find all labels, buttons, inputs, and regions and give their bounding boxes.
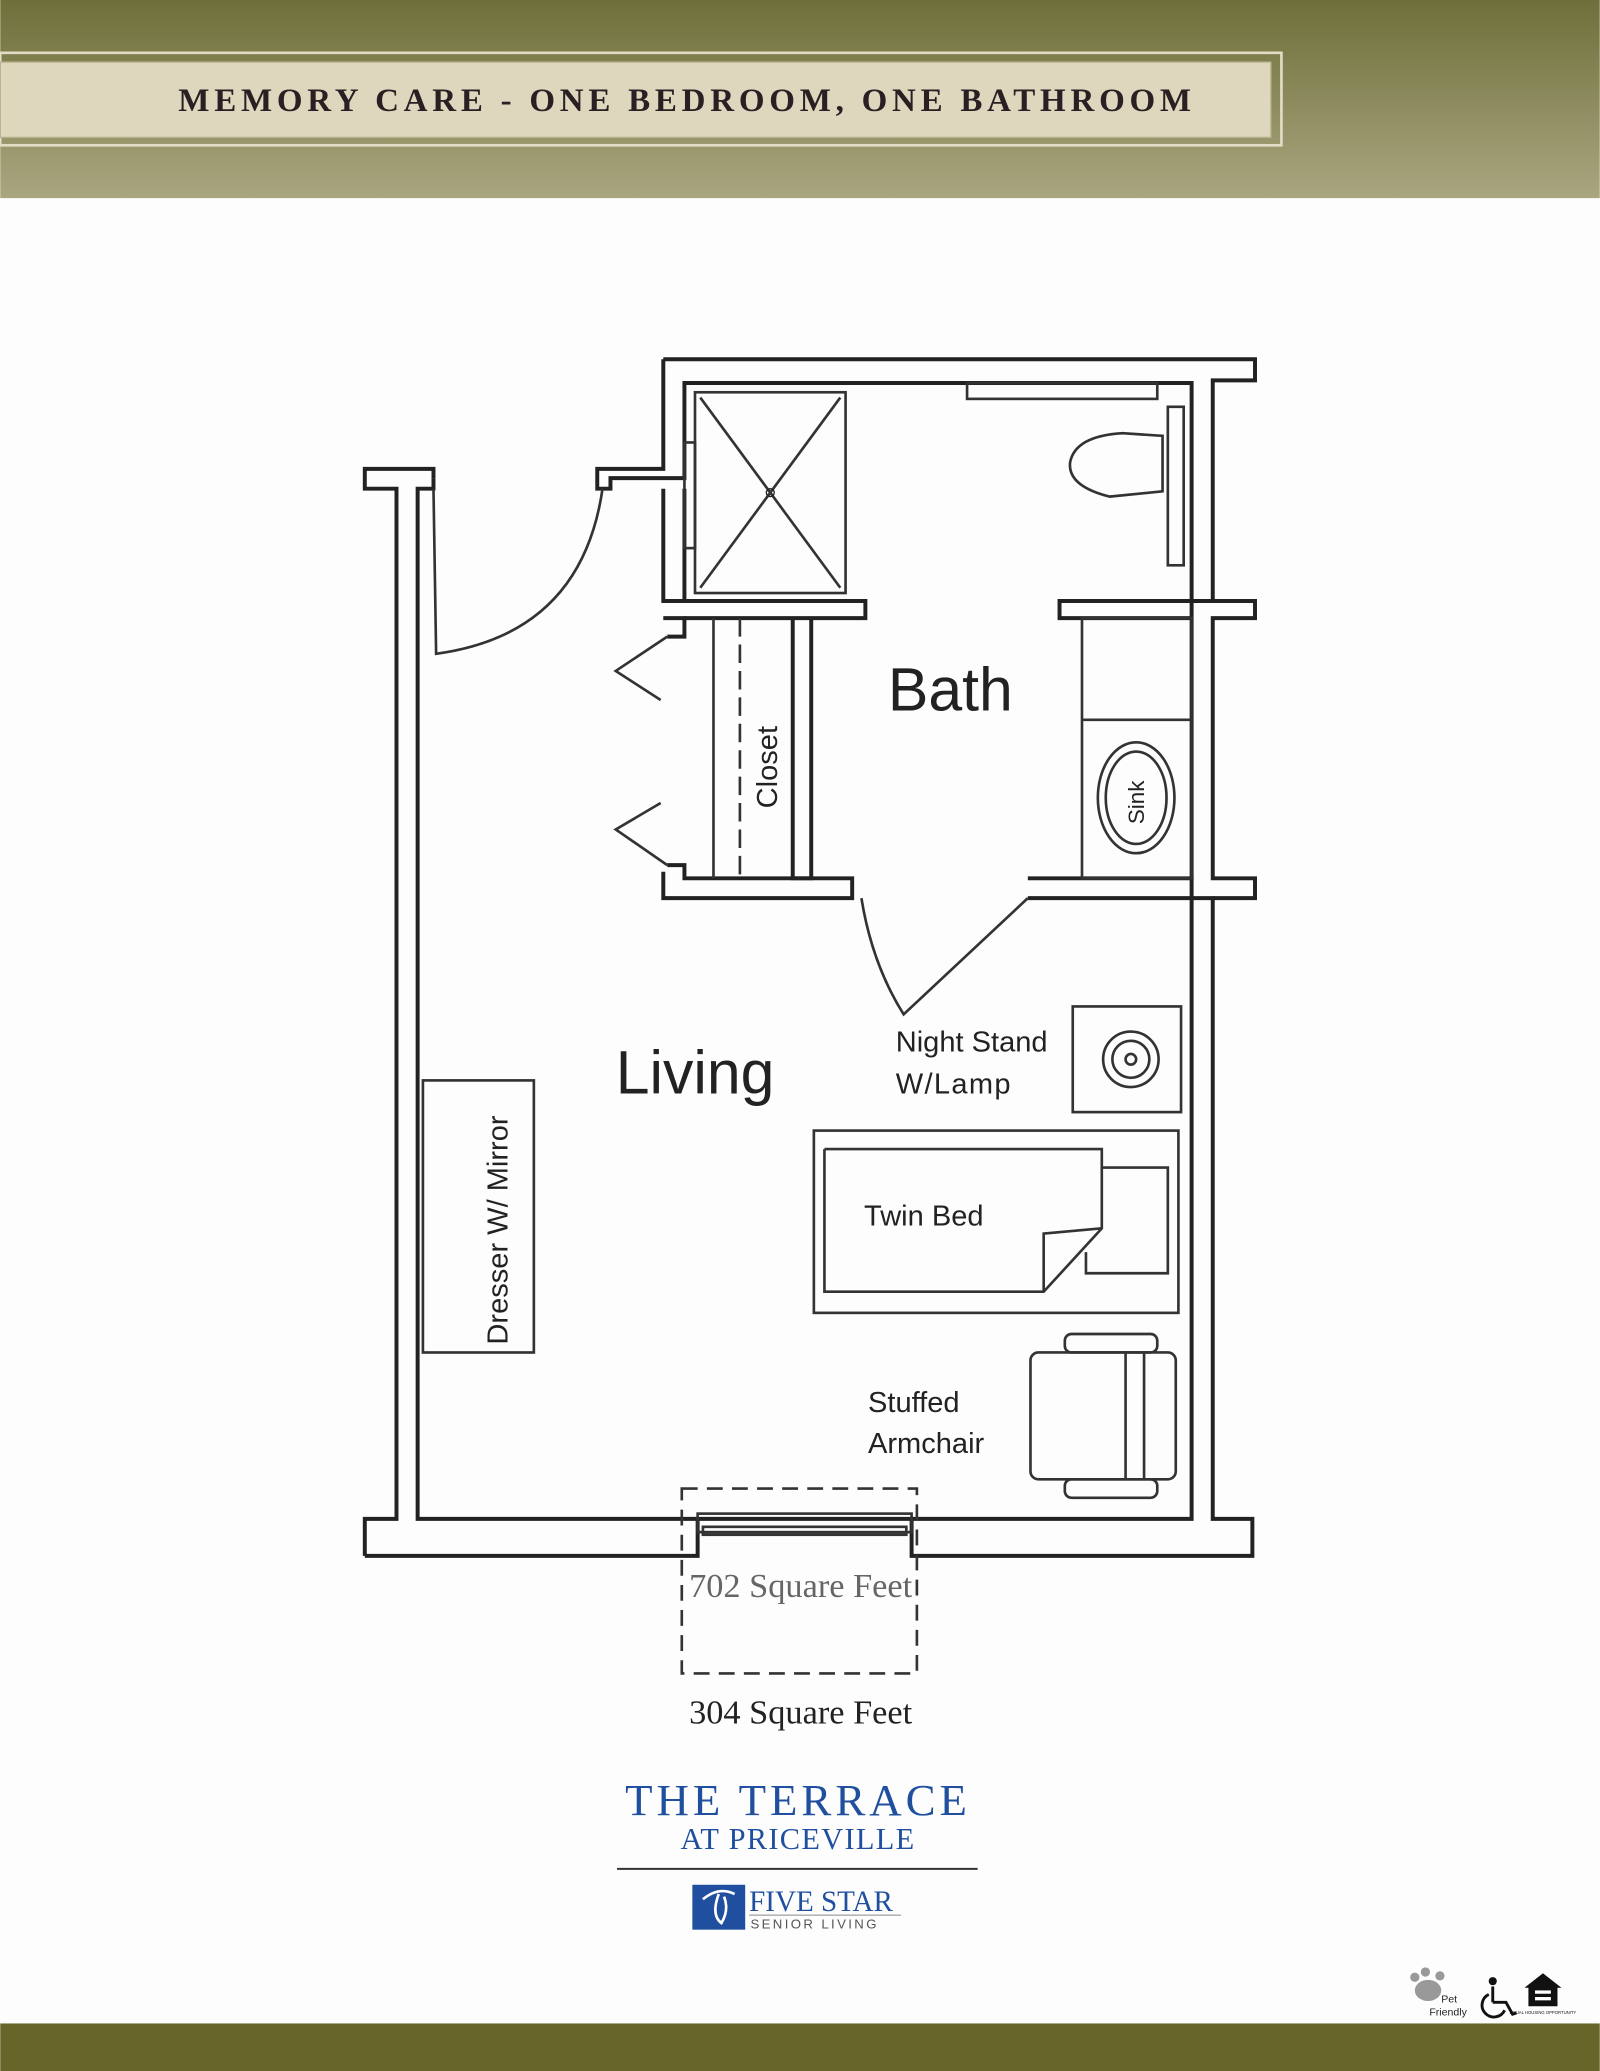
night-stand: Night Stand W/Lamp — [896, 1005, 1183, 1114]
walls — [362, 357, 1257, 1558]
toilet — [1068, 405, 1186, 567]
floor-plan: Closet Sink Bath Living — [362, 357, 1257, 1675]
pet-friendly-badge: Pet Friendly — [1410, 1967, 1468, 2019]
closet-label: Closet — [752, 726, 784, 808]
community-location: AT PRICEVILLE — [681, 1822, 916, 1856]
living-label: Living — [616, 1039, 775, 1107]
footer-bar — [0, 2023, 1600, 2071]
community-name: THE TERRACE — [625, 1775, 971, 1825]
square-feet-label: 304 Square Feet — [689, 1694, 913, 1732]
closet-door-lower — [613, 801, 669, 867]
armchair-label: Stuffed — [868, 1387, 960, 1419]
dresser-label: Dresser W/ Mirror — [482, 1115, 514, 1344]
night-stand-label: Night Stand — [896, 1026, 1048, 1058]
bath-label: Bath — [888, 656, 1013, 724]
sink: Sink — [1080, 616, 1193, 880]
night-stand-label-2: W/Lamp — [896, 1069, 1012, 1101]
pet-label: Pet — [1441, 1993, 1457, 2005]
shower — [683, 390, 847, 595]
twin-bed-label: Twin Bed — [864, 1201, 983, 1233]
company-name: FIVE STAR — [749, 1886, 893, 1918]
twin-bed: Twin Bed — [812, 1129, 1180, 1315]
bath-door-swing — [860, 897, 1029, 1017]
paw-icon — [1410, 1967, 1445, 2001]
equal-housing-label: EQUAL HOUSING OPPORTUNITY — [1510, 2010, 1577, 2015]
armchair: Stuffed Armchair — [868, 1332, 1178, 1500]
dresser: Dresser W/ Mirror — [421, 1079, 536, 1354]
community-logo: THE TERRACE AT PRICEVILLE — [617, 1775, 978, 1870]
closet-door-upper — [613, 635, 668, 702]
equal-housing-icon — [1524, 1973, 1562, 2007]
entry-door-swing — [432, 488, 604, 656]
armchair-label-2: Armchair — [868, 1428, 985, 1460]
sink-label: Sink — [1124, 780, 1149, 824]
page-title: MEMORY CARE - ONE BEDROOM, ONE BATHROOM — [178, 83, 1196, 119]
company-tagline: SENIOR LIVING — [750, 1916, 878, 1931]
five-star-logo: FIVE STAR SENIOR LIVING — [692, 1884, 902, 1931]
overlay-area-label: 702 Square Feet — [689, 1567, 913, 1605]
wheelchair-icon — [1480, 1977, 1517, 2019]
friendly-label: Friendly — [1429, 2007, 1467, 2019]
patio-outline — [680, 1487, 919, 1675]
equal-housing-badge: EQUAL HOUSING OPPORTUNITY — [1510, 1973, 1577, 2015]
header-band: MEMORY CARE - ONE BEDROOM, ONE BATHROOM — [0, 0, 1600, 199]
